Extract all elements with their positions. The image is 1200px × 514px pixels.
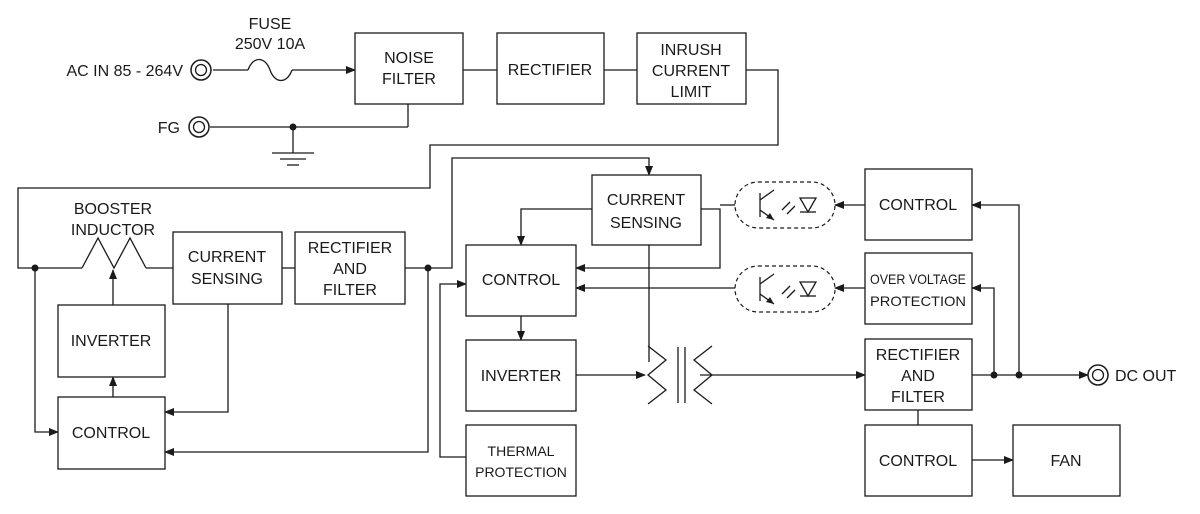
control-mid-label: CONTROL xyxy=(482,272,560,289)
rectifier-top-block: RECTIFIER xyxy=(496,32,605,105)
current-sensing-mid-label-1: CURRENT xyxy=(607,192,685,209)
optocoupler-2 xyxy=(734,265,836,313)
rectifier-filter-left-label-2: AND xyxy=(333,261,367,278)
inverter-mid-label: INVERTER xyxy=(481,368,562,385)
rectifier-filter-right-label-3: FILTER xyxy=(891,389,945,406)
control-fan-block: CONTROL xyxy=(864,424,973,497)
thermal-label-2: PROTECTION xyxy=(475,464,567,480)
control-right-top-label: CONTROL xyxy=(879,197,957,214)
inrush-current-limit-block: INRUSH CURRENT LIMIT xyxy=(636,32,747,105)
fuse-label-2: 250V 10A xyxy=(235,36,306,53)
fg-label: FG xyxy=(158,120,180,137)
control-fan-label: CONTROL xyxy=(879,453,957,470)
inverter-left-label: INVERTER xyxy=(71,333,152,350)
rectifier-filter-right-label-2: AND xyxy=(901,368,935,385)
rectifier-filter-right-block: RECTIFIER AND FILTER xyxy=(864,338,973,411)
control-left-block: CONTROL xyxy=(57,396,166,470)
rectifier-filter-left-label-3: FILTER xyxy=(323,282,377,299)
control-right-top-block: CONTROL xyxy=(864,168,973,241)
current-sensing-left-label-1: CURRENT xyxy=(188,249,266,266)
dc-out-terminal xyxy=(1087,364,1109,386)
rectifier-filter-left-label-1: RECTIFIER xyxy=(308,240,392,257)
thermal-label-1: THERMAL xyxy=(488,443,555,459)
inrush-label-1: INRUSH xyxy=(660,42,721,59)
noise-filter-label-2: FILTER xyxy=(382,71,436,88)
fg-terminal xyxy=(188,116,210,138)
dc-out-label: DC OUT xyxy=(1115,368,1177,385)
fuse-label-1: FUSE xyxy=(249,16,292,33)
inrush-label-2: CURRENT xyxy=(652,63,730,80)
booster-inductor-label-1: BOOSTER xyxy=(74,201,152,218)
rectifier-filter-right-label-1: RECTIFIER xyxy=(876,347,960,364)
noise-filter-label-1: NOISE xyxy=(384,50,434,67)
current-sensing-left-label-2: SENSING xyxy=(191,271,263,288)
ac-in-terminal xyxy=(190,59,212,81)
over-voltage-protection-block: OVER VOLTAGE PROTECTION xyxy=(864,252,973,325)
ac-in-label: AC IN 85 - 264V xyxy=(67,63,184,80)
control-mid-block: CONTROL xyxy=(465,244,577,317)
current-sensing-mid-label-2: SENSING xyxy=(610,215,682,232)
optocoupler-1 xyxy=(734,181,836,229)
rectifier-top-label: RECTIFIER xyxy=(508,62,592,79)
ovp-label-2: PROTECTION xyxy=(870,293,966,309)
control-left-label: CONTROL xyxy=(72,425,150,442)
noise-filter-block: NOISE FILTER xyxy=(354,32,464,105)
booster-inductor-label-2: INDUCTOR xyxy=(71,222,155,239)
inrush-label-3: LIMIT xyxy=(671,84,712,101)
current-sensing-left-block: CURRENT SENSING xyxy=(172,231,283,305)
ovp-label-1: OVER VOLTAGE xyxy=(870,271,966,287)
rectifier-filter-left-block: RECTIFIER AND FILTER xyxy=(294,231,406,305)
inverter-left-block: INVERTER xyxy=(57,304,166,378)
wires xyxy=(17,58,1089,464)
thermal-protection-block: THERMAL PROTECTION xyxy=(465,424,577,497)
fan-block: FAN xyxy=(1012,424,1121,497)
current-sensing-mid-block: CURRENT SENSING xyxy=(591,174,702,246)
inverter-mid-block: INVERTER xyxy=(465,339,577,412)
fan-label: FAN xyxy=(1050,453,1081,470)
junctions xyxy=(31,123,1023,379)
